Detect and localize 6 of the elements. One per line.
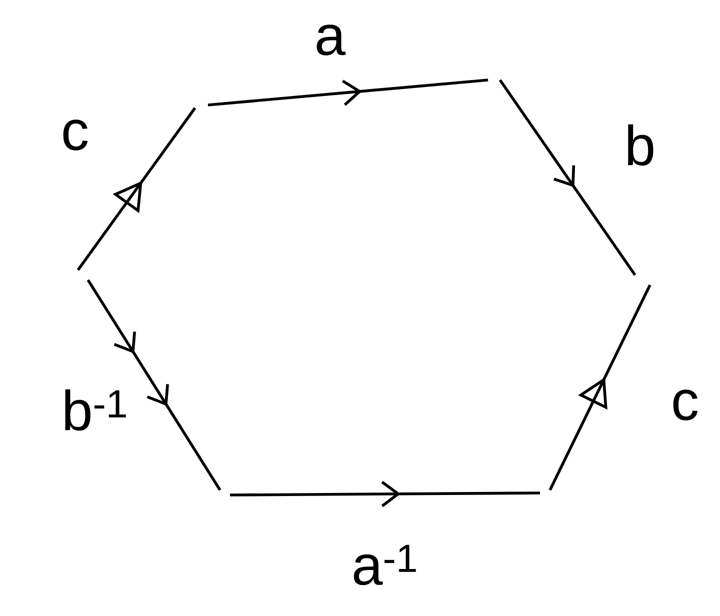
side-label: b [628,124,654,166]
side-label: c [673,390,698,420]
side-label: c [63,120,88,150]
side-label: a$^{-1}$ [354,544,416,586]
side-label: a [316,24,346,56]
side-label: b$^{-1}$ [65,389,126,431]
